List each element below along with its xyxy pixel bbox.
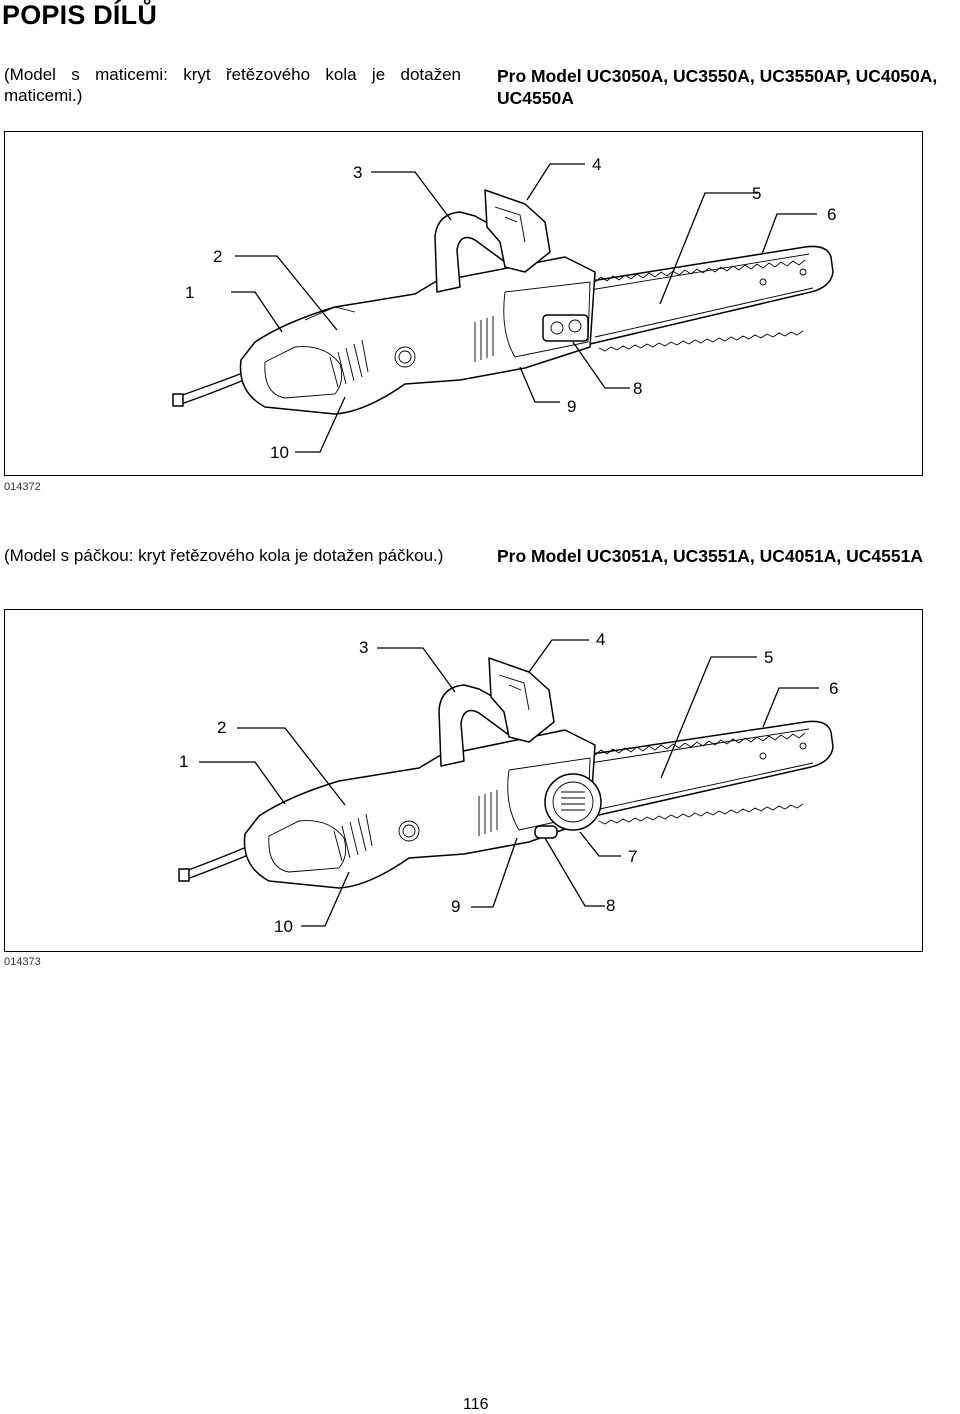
callout-8: 8 (633, 379, 642, 398)
page-title: POPIS DÍLŮ (2, 0, 158, 30)
lock-off-button (394, 346, 416, 368)
hand-guard (484, 189, 551, 273)
section2-models: Pro Model UC3051A, UC3551A, UC4051A, UC4… (497, 546, 923, 566)
section2-note: (Model s páčkou: kryt řetězového kola je… (4, 546, 444, 565)
callout-6: 6 (827, 205, 836, 224)
section1-models: Pro Model UC3050A, UC3550A, UC3550AP, UC… (497, 66, 938, 108)
callout-1: 1 (179, 752, 188, 771)
guide-bar (584, 245, 834, 345)
callout-9: 9 (451, 897, 460, 916)
lock-off-button (398, 820, 420, 842)
guide-bar (584, 720, 834, 818)
figure-1-id: 014372 (4, 481, 41, 493)
section1-note: (Model s maticemi: kryt řetězového kola … (4, 65, 461, 105)
callout-10: 10 (274, 917, 293, 936)
figure-1: 1 2 3 4 5 6 8 9 10 (4, 131, 923, 476)
power-cord (182, 845, 250, 873)
chainsaw-illustration-2: 1 2 3 4 5 6 7 8 9 10 (178, 630, 838, 936)
callout-5: 5 (764, 648, 773, 667)
callout-3: 3 (359, 638, 368, 657)
callout-9: 9 (567, 397, 576, 416)
power-cord (176, 371, 246, 398)
callout-3: 3 (353, 163, 362, 182)
hand-guard (488, 657, 555, 743)
page-number: 116 (463, 1396, 489, 1413)
callout-8: 8 (606, 896, 615, 915)
sprocket-cover-nuts (542, 314, 589, 342)
motor-housing (243, 729, 596, 889)
callout-2: 2 (217, 718, 226, 737)
figure-2-id: 014373 (4, 956, 41, 968)
callout-1: 1 (185, 283, 194, 302)
figure-2: 1 2 3 4 5 6 7 8 9 10 (4, 609, 923, 952)
callout-2: 2 (213, 247, 222, 266)
adjusting-screw (534, 825, 558, 839)
callout-7: 7 (628, 847, 637, 866)
chainsaw-illustration-1: 1 2 3 4 5 6 8 9 10 (172, 155, 836, 462)
callout-4: 4 (596, 630, 605, 649)
callout-10: 10 (270, 443, 289, 462)
motor-housing (239, 256, 596, 415)
callout-4: 4 (592, 155, 601, 174)
callout-6: 6 (829, 679, 838, 698)
callout-5: 5 (752, 184, 761, 203)
